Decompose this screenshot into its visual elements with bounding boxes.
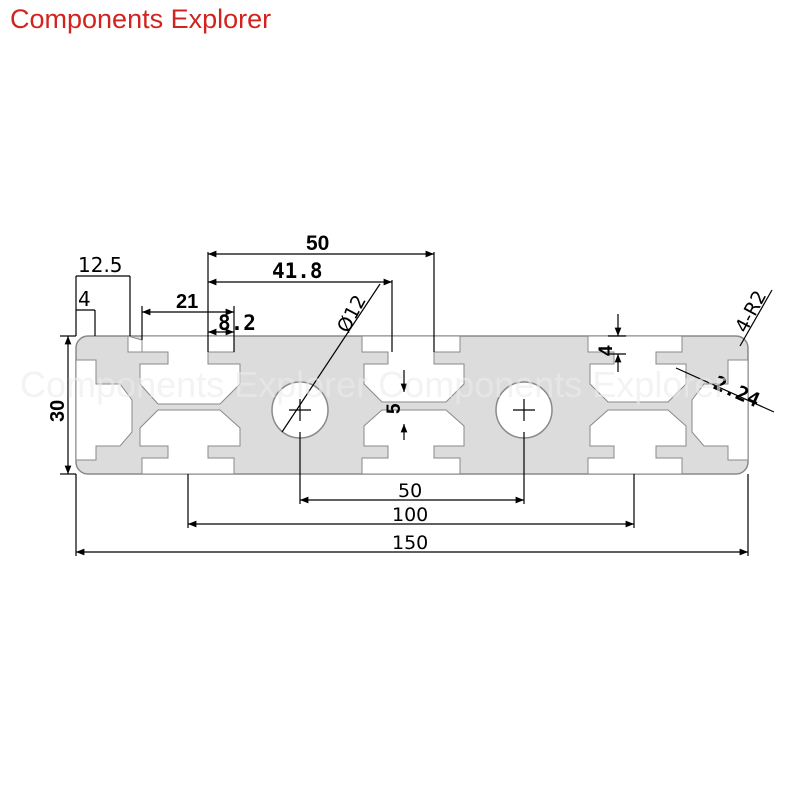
brand-title: Components Explorer: [10, 4, 272, 34]
hole-crosshairs: [289, 399, 535, 421]
dim-8-2: 8.2: [218, 311, 256, 335]
dim-21: 21: [176, 291, 198, 313]
dim-50-top: 50: [306, 232, 329, 255]
dim-50-bottom: 50: [398, 480, 422, 502]
dim-41-8: 41.8: [272, 259, 323, 283]
dim-4-left: 4: [78, 287, 91, 311]
top-slots: [75, 335, 749, 461]
dim-5: 5: [384, 403, 405, 414]
dim-12-5: 12.5: [78, 253, 123, 277]
bottom-slots: [139, 409, 687, 475]
dim-4-r2: 4-R2: [731, 287, 771, 336]
dim-150: 150: [392, 532, 428, 554]
dim-30: 30: [47, 400, 69, 422]
dim-100: 100: [392, 504, 428, 526]
dim-hole-diameter: Ø12: [333, 291, 371, 336]
dim-4-right: 4: [596, 345, 617, 356]
dimension-lines: [60, 250, 775, 556]
